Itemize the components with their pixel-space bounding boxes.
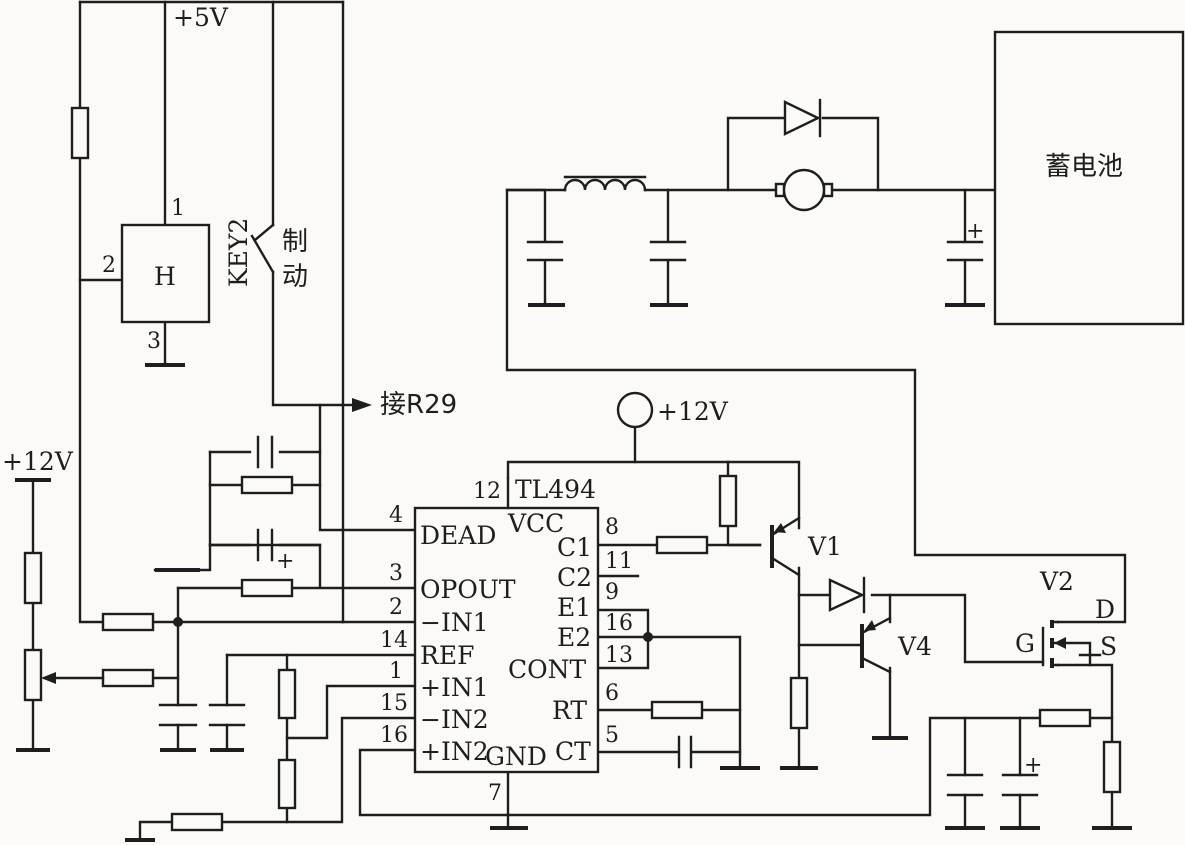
label-plus-cap-right: + — [1024, 753, 1042, 778]
label-fet-s: S — [1100, 632, 1117, 661]
pin-number: 2 — [389, 595, 403, 620]
label-battery: 蓄电池 — [1045, 152, 1123, 182]
label-v4: V4 — [897, 632, 932, 661]
resistor-shunt — [1102, 740, 1122, 794]
pin-name: REF — [420, 641, 474, 670]
tl494-ic — [413, 506, 600, 774]
pin-number: 6 — [605, 681, 619, 706]
label-hall-pin2: 2 — [102, 253, 116, 278]
pin-name: +IN1 — [420, 673, 489, 702]
pin-name: VCC — [507, 509, 564, 538]
label-fet-g: G — [1015, 629, 1035, 658]
resistor-wiper — [101, 668, 155, 688]
pin-number: 14 — [380, 628, 408, 653]
pin-number: 7 — [488, 781, 502, 806]
pin-number: 11 — [605, 549, 633, 574]
pin-name: E2 — [557, 623, 591, 652]
battery-box — [993, 30, 1185, 326]
pot-wiper-arrow-icon — [41, 672, 56, 684]
label-key2: KEY2 — [224, 218, 253, 287]
label-hall-pin3: 3 — [147, 329, 161, 354]
resistor-in1 — [101, 612, 155, 632]
pin-name: DEAD — [420, 521, 496, 550]
pin-number: 9 — [605, 580, 619, 605]
pin-number: 3 — [389, 561, 403, 586]
label-ic-name: TL494 — [515, 475, 596, 504]
diode-gate — [828, 576, 866, 614]
ic-pins-bottom: GND 7 — [485, 742, 547, 806]
label-hall-pin1: 1 — [171, 196, 185, 221]
label-plus-cap-batt: + — [966, 219, 984, 244]
hall-sensor — [120, 223, 211, 324]
arrow-right-icon — [352, 398, 372, 412]
pin-number: 4 — [389, 503, 403, 528]
resistor-v1-emitter — [789, 676, 809, 730]
transistor-v1 — [770, 516, 801, 577]
potentiometer — [23, 648, 43, 702]
pin-number: 16 — [380, 723, 408, 748]
diode-freewheel — [783, 98, 822, 138]
mosfet-v2 — [1041, 620, 1102, 668]
pin-number: 5 — [605, 723, 619, 748]
resistor-bottom — [170, 812, 224, 832]
pin-name: CT — [555, 737, 591, 766]
pin-number: 13 — [605, 643, 633, 668]
label-12v-left: +12V — [2, 447, 74, 476]
label-brake-2: 动 — [282, 262, 308, 292]
pin-name: CONT — [508, 655, 586, 684]
resistor-pot-top — [23, 551, 43, 605]
label-plus-cap-mid: + — [276, 549, 294, 574]
inductor — [563, 178, 647, 192]
resistor-dead — [240, 475, 294, 495]
transistor-v4 — [860, 616, 892, 674]
motor — [774, 168, 834, 212]
resistor-v1-base — [655, 535, 709, 555]
pin-name: C1 — [557, 533, 592, 562]
pin-name: −IN2 — [420, 705, 489, 734]
ic-pins-right: 8 C1 11 C2 9 E1 16 E2 13 CONT 6 RT 5 CT — [508, 515, 633, 766]
resistor-v1-base-pull — [718, 474, 738, 528]
pin-name: −IN1 — [420, 608, 489, 637]
pin-name: +IN2 — [420, 737, 489, 766]
label-v2: V2 — [1039, 567, 1074, 596]
resistor-opout — [240, 578, 294, 598]
pin-number: 15 — [380, 691, 408, 716]
label-12v-top: +12V — [657, 397, 729, 426]
pin-number: 16 — [605, 611, 633, 636]
pin-name: OPOUT — [420, 575, 516, 604]
supply-12v-terminal — [616, 391, 654, 429]
resistor-sense — [1038, 708, 1092, 728]
pin-number: 12 — [473, 479, 501, 504]
junctions — [173, 617, 653, 642]
label-v1: V1 — [807, 532, 842, 561]
resistor-pullup — [70, 106, 90, 160]
label-5v: +5V — [173, 3, 229, 32]
resistor-ref-top — [277, 668, 297, 720]
ic-pins-left: 4 DEAD 3 OPOUT 2 −IN1 14 REF 1 +IN1 15 −… — [380, 503, 516, 766]
pin-number: 8 — [605, 515, 619, 540]
pin-name: E1 — [557, 593, 591, 622]
pin-number: 1 — [389, 659, 403, 684]
wires — [31, 0, 1127, 842]
brake-switch-upper — [253, 223, 275, 242]
label-brake-1: 制 — [282, 227, 308, 257]
ic-pins-top: 12 VCC — [473, 479, 564, 538]
label-hall: H — [154, 262, 176, 291]
pin-name: RT — [552, 696, 587, 725]
resistors — [23, 106, 1122, 832]
pin-name: GND — [485, 742, 547, 771]
ground-symbols — [15, 303, 1132, 842]
resistor-rt — [650, 700, 704, 720]
resistor-ref-bottom — [277, 758, 297, 810]
capacitors — [158, 240, 1039, 797]
brake-switch-blade — [250, 234, 275, 274]
label-fet-d: D — [1095, 595, 1115, 624]
pin-name: C2 — [557, 563, 592, 592]
label-to-r29: 接R29 — [380, 390, 457, 420]
